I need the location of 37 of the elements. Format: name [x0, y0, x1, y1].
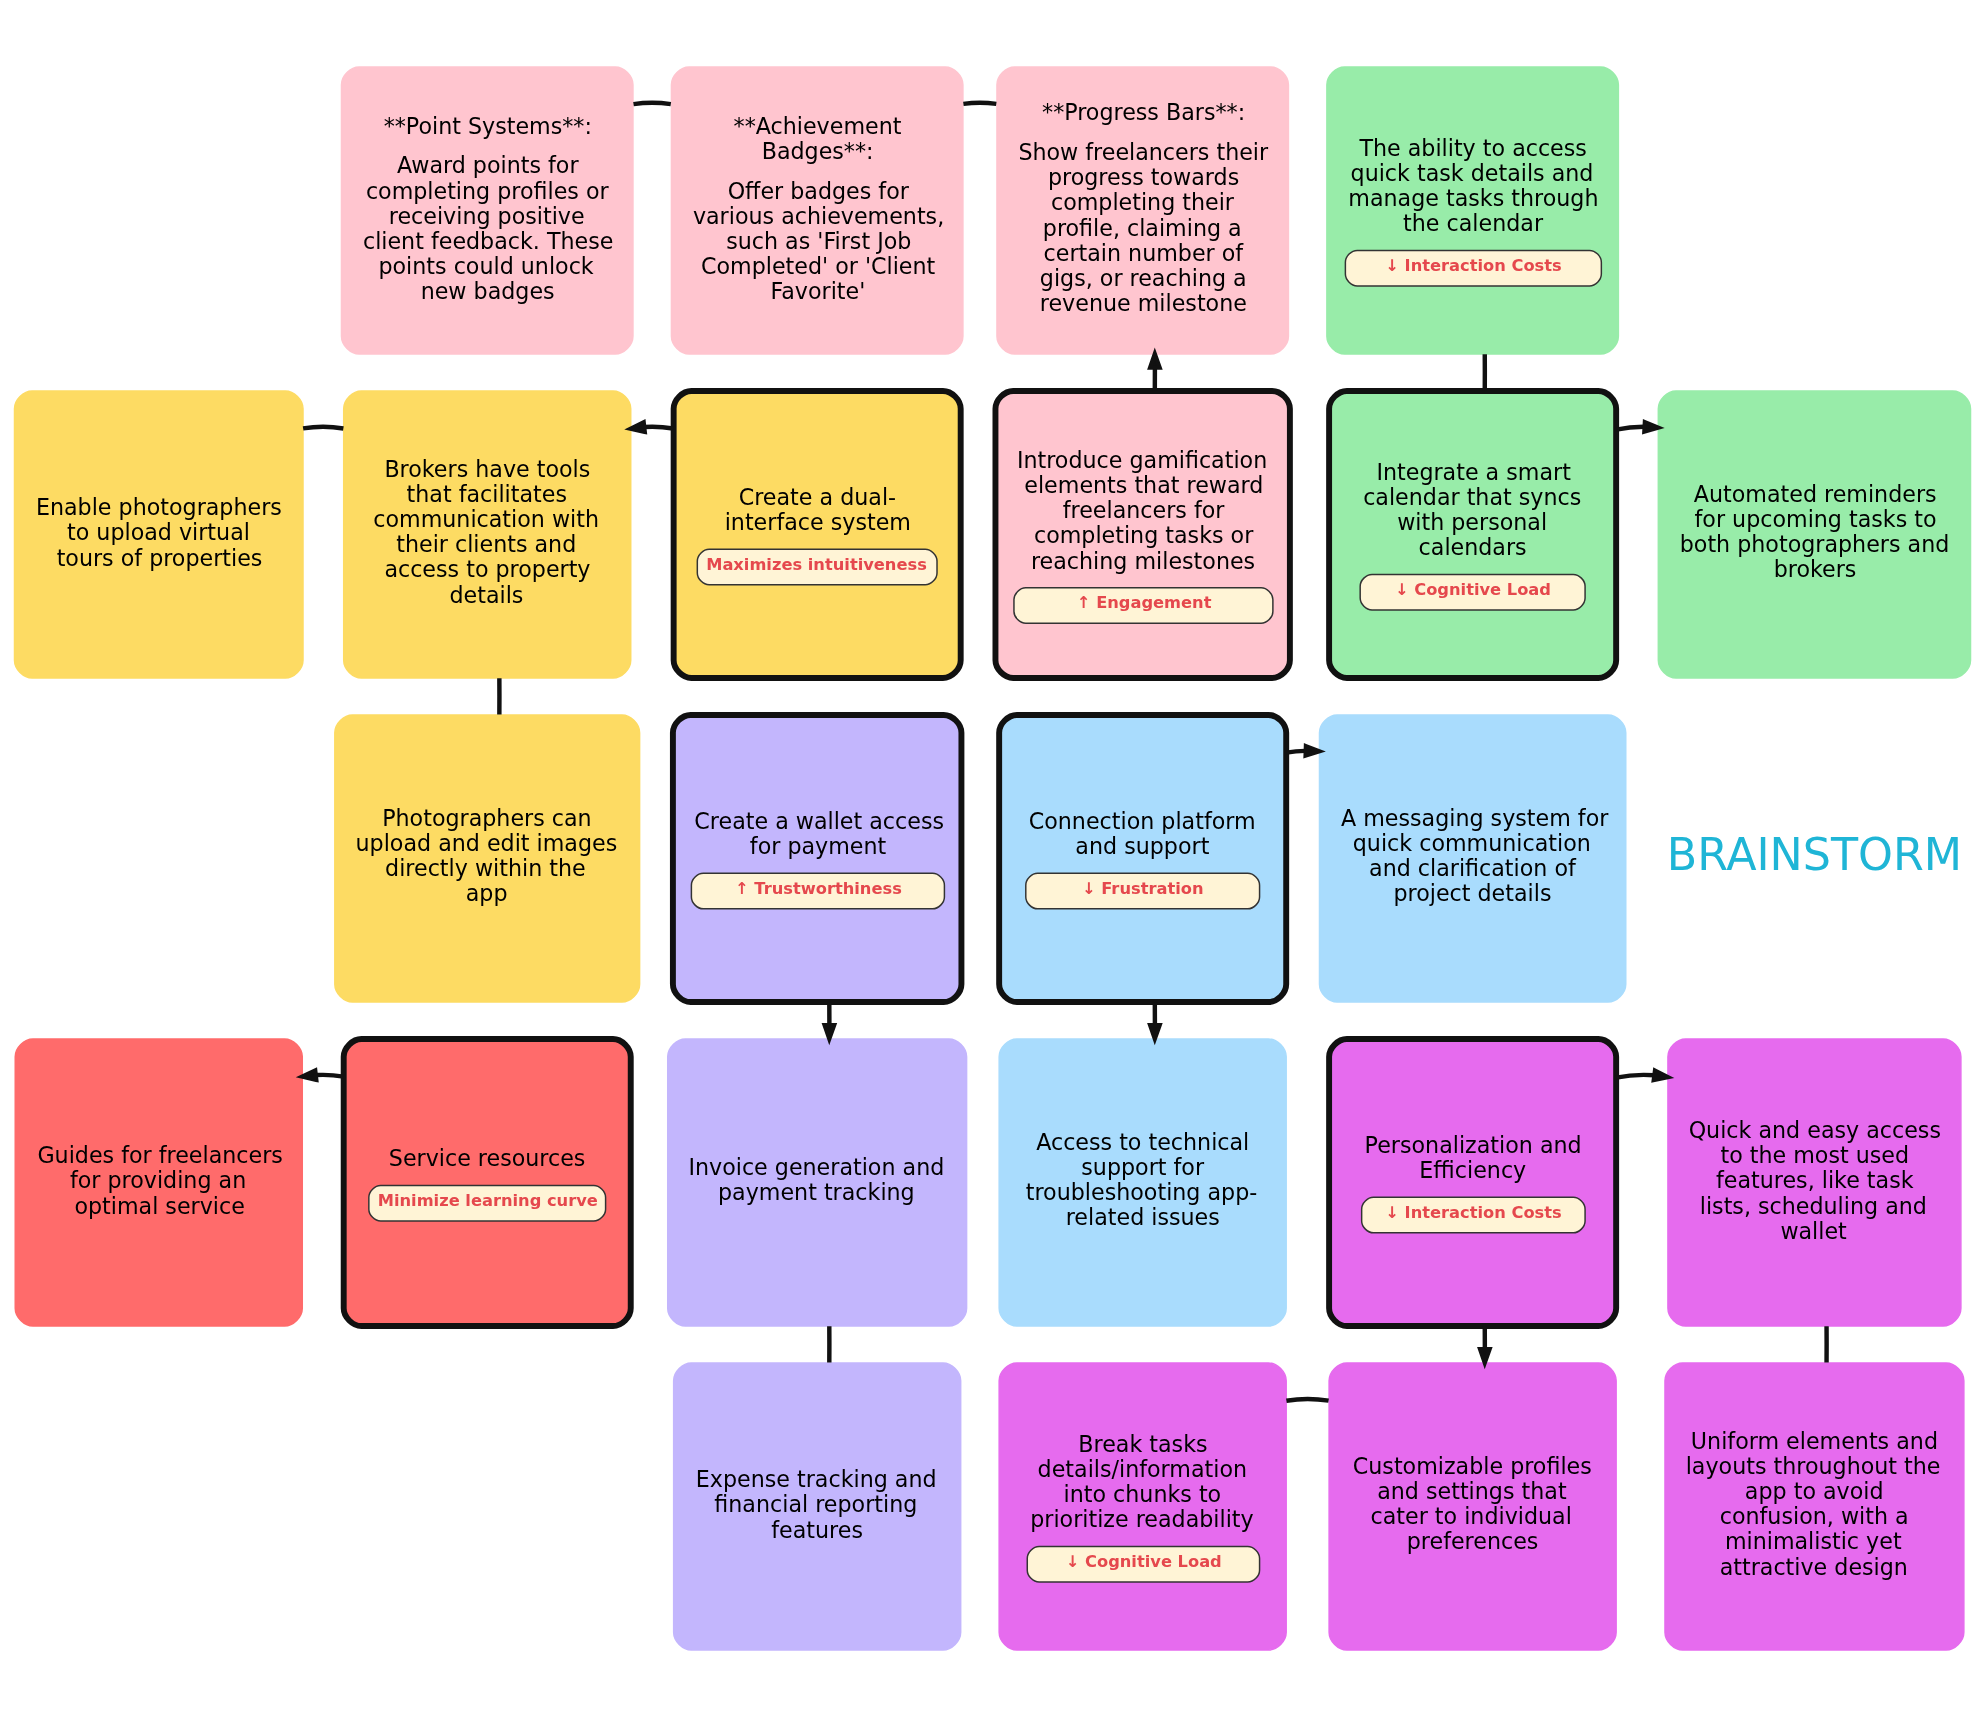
node-box: Brokers have tools that facilitates communication with their clients and access to property details [342, 389, 632, 679]
node-box: Integrate a smart calendar that syncs with personal calendars ↓ Cognitive Load [1326, 387, 1620, 681]
node-box: Introduce gamification elements that reward freelancers for completing tasks or reaching milestones ↑ Engagement [992, 387, 1293, 681]
connector [497, 677, 502, 715]
node-box: A messaging system for quick communication and clarification of project details [1318, 713, 1627, 1003]
connector [633, 100, 672, 106]
node-box: Personalization and Efficiency ↓ Interaction Costs [1326, 1035, 1620, 1329]
arrow [1147, 346, 1163, 391]
node-box: Expense tracking and financial reporting features [672, 1361, 962, 1651]
connector [1482, 353, 1488, 391]
node-box: Create a dual-interface system Maximizes intuitiveness [670, 387, 964, 681]
node-box: Guides for freelancers for providing an optimal service [14, 1037, 303, 1327]
arrow [295, 1066, 344, 1083]
node-box: Quick and easy access to the most used features, like task lists, scheduling and wallet [1667, 1037, 1962, 1327]
connector [1286, 1396, 1329, 1403]
node-box: Enable photographers to upload virtual tours of properties [13, 389, 304, 679]
node-box: Connection platform and support ↓ Frustration [996, 711, 1290, 1005]
node-box: **Progress Bars**: Show freelancers their progress towards completing their profile, claiming a certain number of gigs, or reaching a revenue milestone [996, 65, 1290, 355]
node-box: Uniform elements and layouts throughout the app to avoid confusion, with a minimalistic yet attractive design [1664, 1361, 1965, 1651]
arrow [1286, 742, 1326, 759]
node-box: Invoice generation and payment tracking [667, 1037, 968, 1327]
arrow [624, 418, 674, 435]
connector [1824, 1325, 1829, 1363]
node-box: The ability to access quick task details and manage tasks through the calendar ↓ Interaction Costs [1326, 65, 1620, 355]
node-box: **Achievement Badges**: Offer badges for various achievements, such as 'First Job Completed' or 'Client Favorite' [670, 65, 964, 355]
connector [827, 1325, 832, 1363]
node-box: Break tasks details/information into chunks to prioritize readability ↓ Cognitive Load [998, 1361, 1287, 1651]
node-box: Photographers can upload and edit images directly within the app [334, 713, 641, 1003]
node-box: **Point Systems**: Award points for completing profiles or receiving positive client feedback. These points could unlock new badges [340, 65, 634, 355]
node-box: Customizable profiles and settings that cater to individual preferences [1328, 1361, 1617, 1651]
node-box: Create a wallet access for payment ↑ Trustworthiness [669, 711, 965, 1005]
node-box: Access to technical support for troubleshooting app-related issues [998, 1037, 1287, 1327]
node-box: Automated reminders for upcoming tasks to both photographers and brokers [1657, 389, 1972, 679]
connector [302, 424, 344, 431]
connector [963, 100, 997, 106]
label: BRAINSTORM [1666, 828, 1963, 880]
node-box: Service resources Minimize learning curve [340, 1035, 634, 1329]
